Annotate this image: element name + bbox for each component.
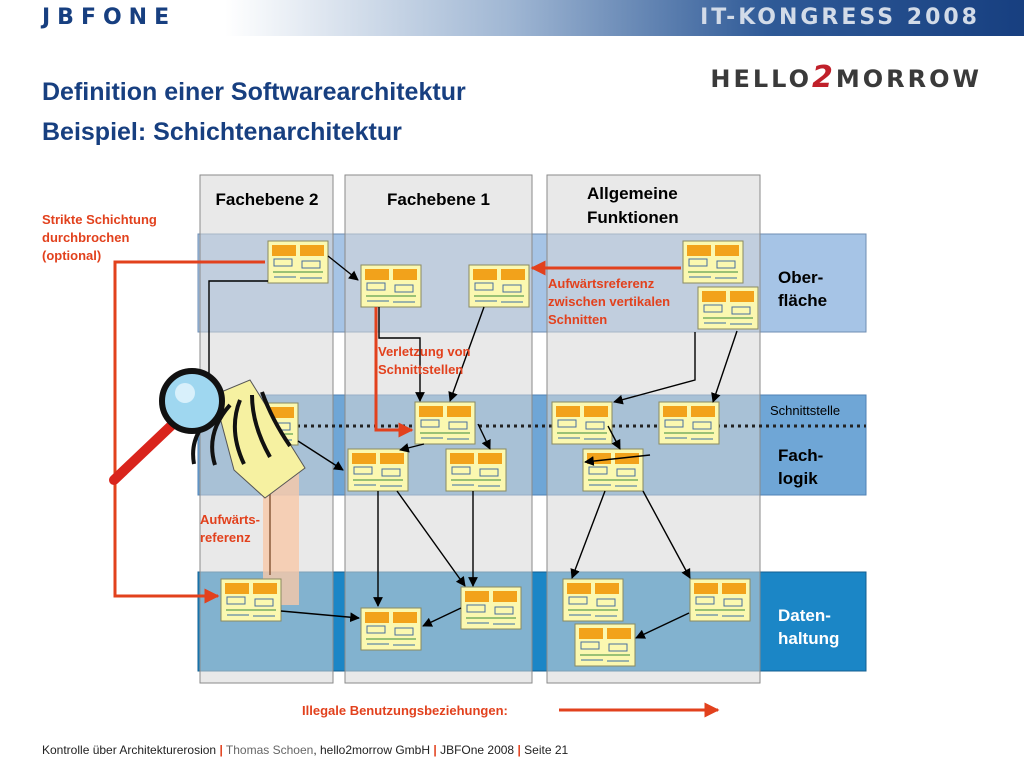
illegal-arrows: [113, 260, 720, 718]
slide-subtitle: Beispiel: Schichtenarchitektur: [42, 118, 402, 146]
layer-label-oberflaeche: Ober-fläche: [778, 268, 828, 310]
event-title: IT-KONGRESS 2008: [700, 5, 980, 30]
legend-illegale-beziehungen: Illegale Benutzungsbeziehungen:: [302, 703, 508, 718]
column-header-fachebene-1: Fachebene 1: [387, 190, 490, 209]
column-header-fachebene-2: Fachebene 2: [215, 190, 319, 209]
brand-logo: JBFONE: [42, 5, 177, 30]
annotation-aufwaertsreferenz: Aufwärts-referenz: [200, 512, 260, 545]
footer: Kontrolle über Architekturerosion | Thom…: [42, 743, 569, 757]
layer-label-datenhaltung: Daten-haltung: [778, 606, 840, 648]
slide-title: Definition einer Softwarearchitektur: [42, 78, 466, 106]
column-header-allgemeine-funktionen: Allgemeine Funktionen: [587, 184, 679, 227]
header-bar: [0, 0, 1024, 36]
schnittstelle-label: Schnittstelle: [770, 403, 841, 418]
layer-label-fachlogik: Fach-logik: [778, 446, 824, 488]
partner-logo: HELLO2MORROW: [710, 60, 982, 95]
magnifier-icon: [109, 368, 306, 499]
dependency-arrows: [204, 255, 738, 639]
